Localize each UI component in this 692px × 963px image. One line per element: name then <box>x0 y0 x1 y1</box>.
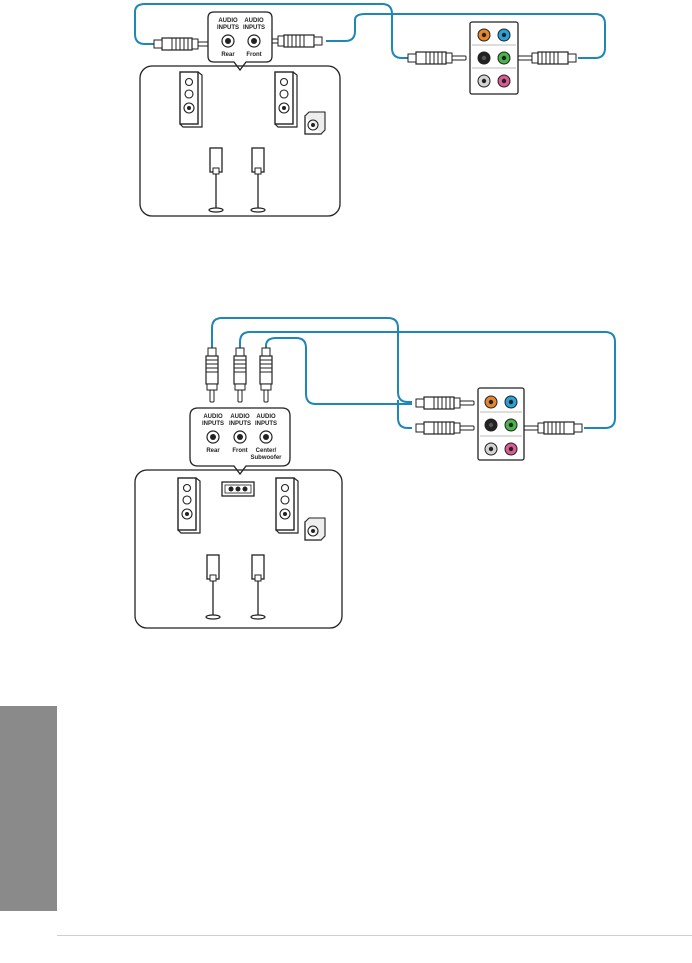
floor-speaker-icon <box>178 478 200 533</box>
input-label-line2: INPUTS <box>202 421 224 427</box>
audio-plug-icon <box>234 348 246 402</box>
audio-jack-icon <box>260 431 272 443</box>
satellite-speaker-icon <box>251 555 265 619</box>
speaker-group-box <box>140 66 340 216</box>
input-label-line2: INPUTS <box>255 421 277 427</box>
diagram-4ch: AUDIO INPUTS Rear AUDIO INPUTS Front <box>135 4 605 216</box>
cable-front <box>240 332 615 428</box>
speaker-input-panel: AUDIO INPUTS Rear AUDIO INPUTS Front AUD… <box>190 408 290 474</box>
input-label-front: Front <box>232 448 247 454</box>
input-label-front: Front <box>246 52 261 58</box>
audio-plug-icon <box>264 35 322 47</box>
io-panel-icon <box>470 22 518 94</box>
subwoofer-icon <box>305 112 325 134</box>
input-label-line1: AUDIO <box>256 414 276 420</box>
input-label-rear: Rear <box>206 448 220 454</box>
cable-center <box>266 338 412 404</box>
input-label-line1: AUDIO <box>230 414 250 420</box>
center-speaker-icon <box>222 482 254 496</box>
io-panel-icon <box>478 388 524 460</box>
audio-plug-icon <box>206 348 218 402</box>
audio-plug-icon <box>154 38 212 50</box>
audio-jack-icon <box>234 431 246 443</box>
audio-plug-icon <box>408 52 466 64</box>
input-label-line1: AUDIO <box>203 414 223 420</box>
audio-plug-icon <box>524 422 582 434</box>
input-label-line2: INPUTS <box>229 421 251 427</box>
input-label-center: Center/ <box>256 448 277 454</box>
chapter-side-tab <box>0 706 57 911</box>
input-label-subwoofer: Subwoofer <box>251 455 283 461</box>
audio-plug-icon <box>416 422 474 434</box>
audio-plug-icon <box>416 397 474 409</box>
satellite-speaker-icon <box>206 555 220 619</box>
audio-jack-icon <box>222 35 234 47</box>
floor-speaker-icon <box>180 72 202 127</box>
subwoofer-icon <box>305 518 325 540</box>
floor-speaker-icon <box>275 72 297 127</box>
input-label-line1: AUDIO <box>244 18 264 24</box>
input-label-line1: AUDIO <box>218 18 238 24</box>
audio-jack-icon <box>248 35 260 47</box>
satellite-speaker-icon <box>251 148 265 212</box>
audio-plug-icon <box>260 348 272 402</box>
audio-plug-icon <box>518 52 576 64</box>
diagram-6ch: AUDIO INPUTS Rear AUDIO INPUTS Front AUD… <box>135 318 615 628</box>
audio-jack-icon <box>207 431 219 443</box>
footer-divider <box>57 935 692 936</box>
floor-speaker-icon <box>276 478 298 533</box>
speaker-input-panel: AUDIO INPUTS Rear AUDIO INPUTS Front <box>208 12 272 70</box>
input-label-rear: Rear <box>221 52 235 58</box>
input-label-line2: INPUTS <box>243 25 265 31</box>
satellite-speaker-icon <box>209 148 223 212</box>
input-label-line2: INPUTS <box>217 25 239 31</box>
